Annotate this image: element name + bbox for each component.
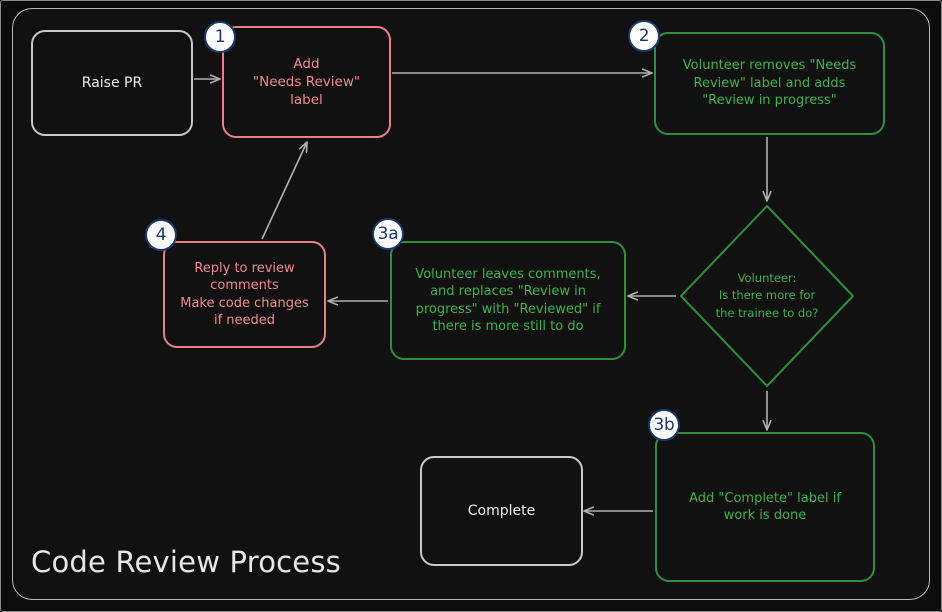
badge-step2[interactable]: 2 bbox=[628, 20, 660, 52]
node-step1[interactable]: Add "Needs Review" label bbox=[222, 26, 391, 138]
badge-step1[interactable]: 1 bbox=[204, 21, 236, 53]
badge-step3b[interactable]: 3b bbox=[648, 409, 680, 441]
node-step1-label: Add "Needs Review" label bbox=[252, 55, 361, 109]
badge-step4[interactable]: 4 bbox=[145, 219, 177, 251]
node-step2[interactable]: Volunteer removes "Needs Review" label a… bbox=[654, 32, 885, 135]
node-raise-pr-label: Raise PR bbox=[81, 74, 143, 91]
badge-step3a[interactable]: 3a bbox=[372, 218, 404, 250]
diamond-shape bbox=[680, 205, 854, 387]
node-step3b[interactable]: Add "Complete" label if work is done bbox=[655, 432, 875, 582]
node-decision-label: Volunteer: Is there more for the trainee… bbox=[715, 271, 819, 320]
node-step2-label: Volunteer removes "Needs Review" label a… bbox=[682, 58, 857, 109]
page-title: Code Review Process bbox=[31, 545, 341, 579]
badge-step1-text: 1 bbox=[214, 27, 226, 47]
node-decision[interactable]: Volunteer: Is there more for the trainee… bbox=[678, 203, 856, 389]
node-step3a-label: Volunteer leaves comments, and replaces … bbox=[415, 266, 601, 334]
node-raise-pr[interactable]: Raise PR bbox=[31, 30, 193, 136]
node-step4-label: Reply to review comments Make code chang… bbox=[180, 260, 309, 328]
node-step3b-label: Add "Complete" label if work is done bbox=[689, 490, 841, 523]
node-step3a[interactable]: Volunteer leaves comments, and replaces … bbox=[390, 241, 626, 360]
badge-step3b-text: 3b bbox=[653, 415, 675, 435]
node-step4[interactable]: Reply to review comments Make code chang… bbox=[163, 241, 326, 348]
node-complete[interactable]: Complete bbox=[420, 456, 583, 566]
badge-step4-text: 4 bbox=[155, 225, 167, 245]
badge-step3a-text: 3a bbox=[377, 224, 399, 244]
badge-step2-text: 2 bbox=[638, 26, 650, 46]
node-complete-label: Complete bbox=[467, 502, 536, 519]
